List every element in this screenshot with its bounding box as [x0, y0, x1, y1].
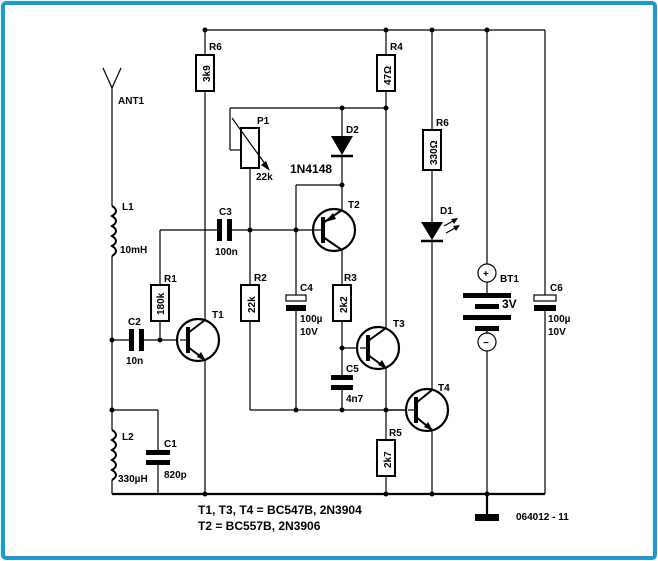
- c2-value: 10n: [126, 356, 143, 367]
- c6-label: C6: [550, 283, 563, 294]
- led-d1: [421, 218, 460, 243]
- r1-label: R1: [164, 274, 177, 285]
- ground-symbol: [475, 514, 499, 521]
- r1-value: 180k: [156, 292, 167, 315]
- bt1-plus: +: [483, 269, 489, 280]
- diode-d2: [331, 136, 353, 158]
- figure-code: 064012 - 11: [516, 512, 569, 523]
- d2-value: 1N4148: [290, 162, 332, 176]
- c6-value-2: 10V: [548, 327, 566, 338]
- inductor-l1: [110, 205, 117, 257]
- r6a-value: 3k9: [202, 65, 213, 82]
- t2-label: T2: [348, 200, 360, 211]
- p1-value: 22k: [256, 172, 273, 183]
- battery-bt1: + −: [463, 263, 511, 352]
- note-line-1: T1, T3, T4 = BC547B, 2N3904: [198, 503, 362, 517]
- r5-value: 2k7: [383, 451, 394, 468]
- antenna-ant1: [102, 67, 122, 100]
- l2-value: 330µH: [118, 474, 148, 485]
- l1-value: 10mH: [120, 245, 147, 256]
- capacitor-c5: [331, 375, 353, 390]
- r4-value: 47Ω: [383, 66, 394, 85]
- c2-label: C2: [128, 317, 141, 328]
- c4-value-2: 10V: [300, 327, 318, 338]
- t3-label: T3: [393, 319, 405, 330]
- transistor-t4: [404, 387, 450, 433]
- r2-label: R2: [254, 273, 267, 284]
- capacitor-c2: [129, 329, 144, 351]
- c1-value: 820p: [164, 470, 187, 481]
- c3-label: C3: [219, 207, 232, 218]
- note-line-2: T2 = BC557B, 2N3906: [198, 519, 321, 533]
- transistor-t1: [175, 317, 221, 363]
- r4-label: R4: [390, 42, 403, 53]
- c4-label: C4: [300, 283, 313, 294]
- bt1-value: 3V: [502, 297, 517, 311]
- bt1-label: BT1: [500, 274, 519, 285]
- r6b-value: 330Ω: [429, 140, 440, 165]
- capacitor-c6: [533, 294, 557, 311]
- t4-label: T4: [438, 383, 450, 394]
- r6b-label: R6: [436, 118, 449, 129]
- c5-value: 4n7: [346, 394, 364, 405]
- d2-label: D2: [346, 125, 359, 136]
- r3-label: R3: [344, 273, 357, 284]
- t1-label: T1: [212, 310, 224, 321]
- transistor-t3: [355, 325, 401, 371]
- r3-value: 2k2: [339, 296, 350, 313]
- transistor-t2: [311, 207, 357, 253]
- c6-value-1: 100µ: [548, 314, 571, 325]
- r2-value: 22k: [247, 296, 258, 313]
- c3-value: 100n: [215, 247, 238, 258]
- c5-label: C5: [346, 364, 359, 375]
- r6a-label: R6: [209, 42, 222, 53]
- c1-label: C1: [164, 439, 177, 450]
- ant1-label: ANT1: [118, 96, 145, 107]
- c4-value-1: 100µ: [300, 314, 323, 325]
- d1-label: D1: [440, 206, 453, 217]
- capacitor-c3: [217, 219, 232, 241]
- capacitor-c4: [285, 294, 307, 311]
- l1-label: L1: [122, 202, 134, 213]
- inductor-l2: [110, 429, 117, 481]
- l2-label: L2: [122, 432, 134, 443]
- r5-label: R5: [389, 428, 402, 439]
- capacitor-c1: [146, 450, 170, 465]
- bt1-minus: −: [483, 338, 489, 349]
- p1-label: P1: [257, 116, 270, 127]
